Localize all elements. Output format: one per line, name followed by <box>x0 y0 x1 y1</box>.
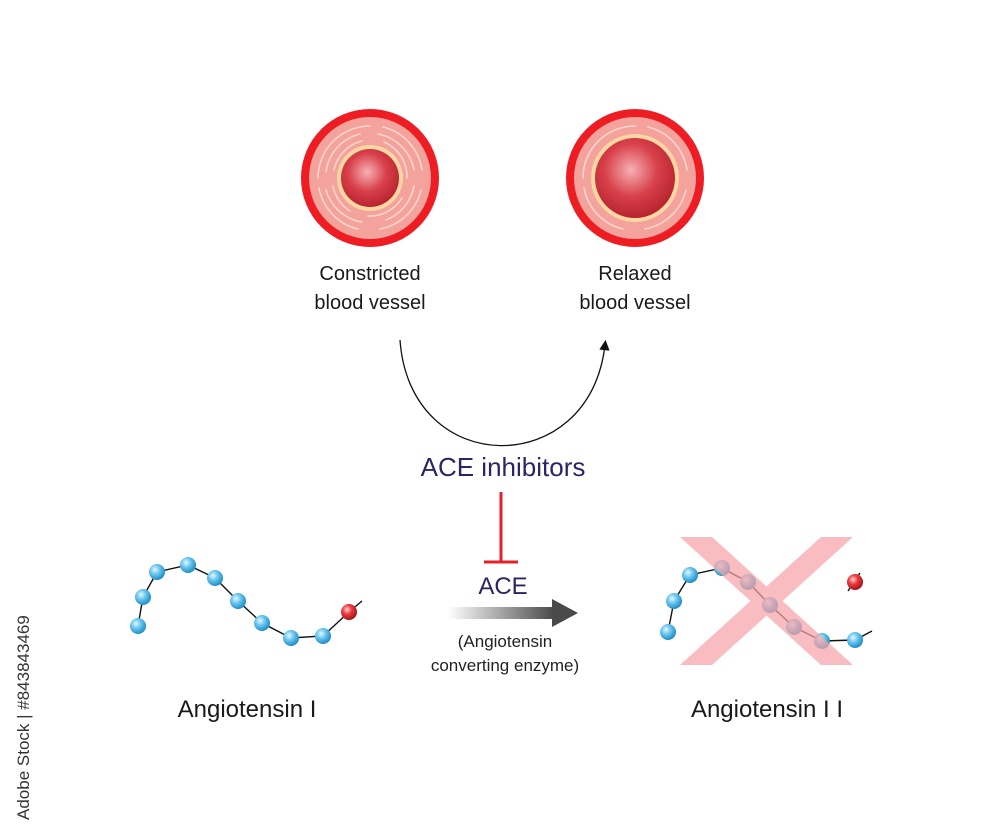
angiotensin-i-chain <box>130 557 363 646</box>
angiotensin-i-label: Angiotensin I <box>177 696 317 723</box>
cross-icon <box>680 537 853 665</box>
constricted-label-line1: Constricted <box>319 263 421 285</box>
relaxed-label-line2: blood vessel <box>579 292 691 314</box>
angiotensin-ii-label: Angiotensin I I <box>690 696 844 723</box>
curved-arrow-icon <box>399 339 610 447</box>
enzyme-full-name: (Angiotensin converting enzyme) <box>395 630 615 678</box>
relaxed-label-line1: Relaxed <box>598 263 672 285</box>
ace-label: ACE <box>478 573 528 600</box>
gradient-arrow-icon <box>448 599 578 627</box>
inhibition-bar-icon <box>484 492 518 564</box>
relaxed-vessel <box>566 109 704 247</box>
enzyme-line2: converting enzyme) <box>430 656 580 675</box>
constricted-vessel <box>301 109 439 247</box>
relaxed-vessel-label: Relaxed blood vessel <box>525 260 745 318</box>
ace-inhibitors-label: ACE inhibitors <box>420 452 586 482</box>
constricted-label-line2: blood vessel <box>314 292 426 314</box>
enzyme-line1: (Angiotensin <box>457 632 553 651</box>
constricted-vessel-label: Constricted blood vessel <box>260 260 480 318</box>
stock-id-watermark: Adobe Stock | #843843469 <box>14 615 33 820</box>
